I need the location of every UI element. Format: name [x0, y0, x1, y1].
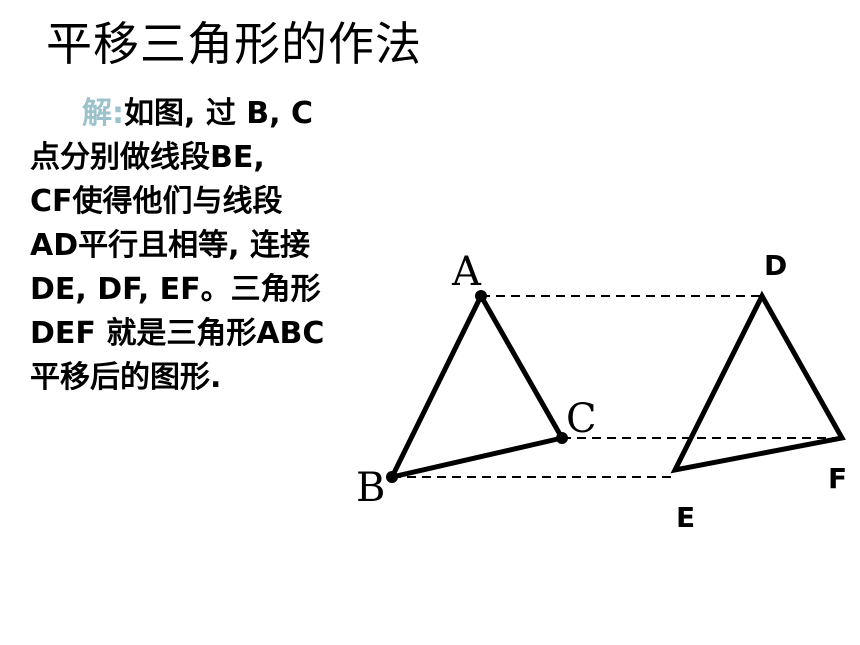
point-c-dot: [556, 432, 568, 444]
triangle-def: [670, 290, 846, 474]
solution-line-1: 解:如图, 过 B, C: [82, 96, 314, 131]
label-d: D: [764, 249, 787, 282]
point-a-dot: [475, 290, 487, 302]
solution-line-3: CF使得他们与线段: [30, 184, 283, 219]
solution-lead: 解:: [82, 96, 124, 131]
label-c: C: [566, 396, 597, 442]
triangle-abc: [387, 290, 566, 481]
solution-line-6: DEF 就是三角形ABC: [30, 316, 325, 351]
solution-line-5: DE, DF, EF。三角形: [30, 272, 321, 307]
point-b-dot: [386, 471, 398, 483]
label-a: A: [451, 249, 482, 295]
solution-line-4: AD平行且相等, 连接: [30, 228, 310, 263]
solution-text: 解:如图, 过 B, C 点分别做线段BE, CF使得他们与线段 AD平行且相等…: [30, 92, 380, 400]
label-e: E: [676, 501, 695, 534]
solution-line-7: 平移后的图形.: [30, 360, 222, 395]
label-b: B: [356, 465, 385, 511]
label-f: F: [828, 462, 847, 495]
slide-title: 平移三角形的作法: [46, 17, 422, 71]
solution-line-2: 点分别做线段BE,: [30, 140, 265, 175]
